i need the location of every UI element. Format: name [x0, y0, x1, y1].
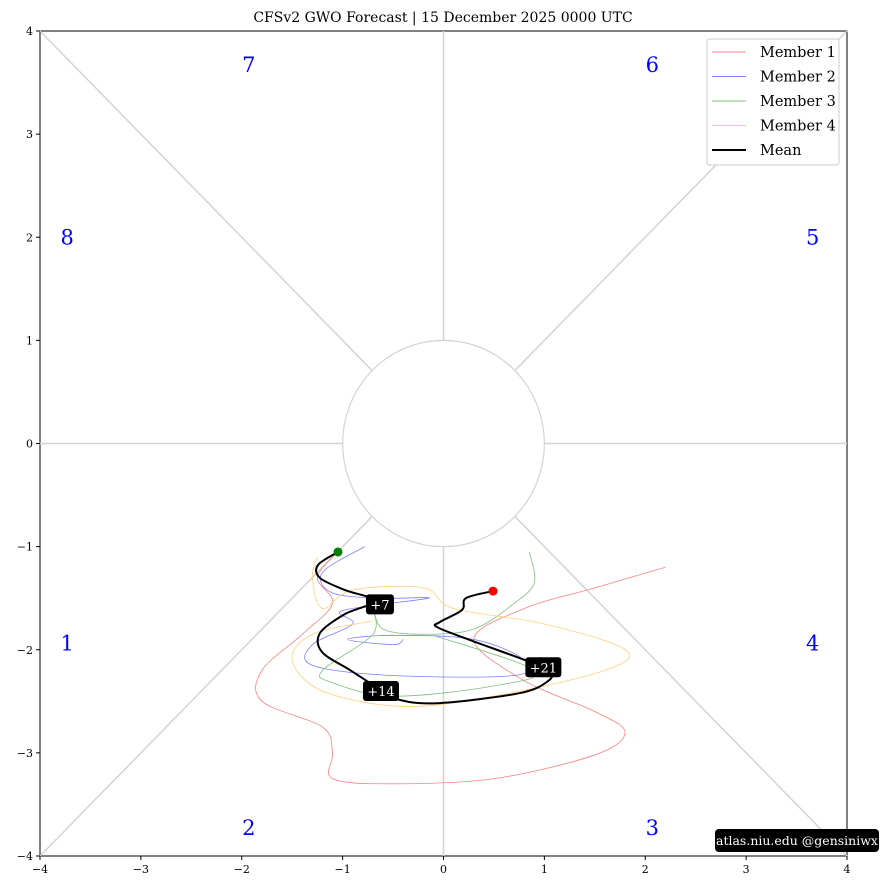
- y-tick-label: −4: [17, 850, 33, 863]
- x-tick-label: 1: [541, 863, 548, 876]
- phase-label-7: 7: [242, 53, 255, 77]
- x-tick-label: −1: [335, 863, 351, 876]
- legend-entry-label: Mean: [760, 143, 801, 159]
- legend-entry-label: Member 3: [760, 94, 836, 110]
- series-line-mean: [315, 551, 553, 705]
- legend-entry-label: Member 2: [760, 70, 836, 86]
- phase-label-1: 1: [61, 632, 74, 656]
- watermark-text: atlas.niu.edu @gensiniwx: [716, 833, 878, 848]
- start-point-marker: [333, 547, 343, 557]
- day-marker-label: +7: [370, 598, 389, 613]
- phase-label-5: 5: [806, 225, 819, 249]
- legend: Member 1 Member 2 Member 3 Member 4 Mean: [706, 38, 840, 166]
- day-marker-label: +14: [367, 685, 394, 700]
- series-line-member-1: [255, 551, 666, 785]
- day-marker-box: [365, 594, 394, 615]
- x-tick-label: −3: [133, 863, 149, 876]
- phase-divider-line: [39, 30, 373, 372]
- series-line-member-3: [319, 551, 537, 697]
- day-marker-box: [362, 681, 399, 701]
- day-marker-label: +21: [530, 661, 557, 676]
- x-tick-label: −2: [234, 863, 250, 876]
- x-tick-label: 2: [642, 863, 649, 876]
- unit-circle: [342, 339, 545, 548]
- phase-label-6: 6: [646, 53, 659, 77]
- y-tick-label: 3: [26, 128, 33, 141]
- phase-divider-line: [514, 515, 848, 857]
- y-tick-label: 2: [26, 231, 33, 244]
- phase-label-2: 2: [242, 816, 255, 840]
- y-tick-label: −1: [17, 541, 33, 554]
- chart-title: CFSv2 GWO Forecast | 15 December 2025 00…: [253, 10, 632, 26]
- phase-label-4: 4: [806, 632, 819, 656]
- series-line-member-2: [304, 546, 531, 678]
- phase-label-8: 8: [61, 225, 74, 249]
- legend-entry-label: Member 4: [760, 119, 836, 135]
- x-tick-label: −4: [32, 863, 48, 876]
- phase-label-3: 3: [646, 816, 659, 840]
- watermark: atlas.niu.edu @gensiniwx: [715, 829, 879, 852]
- y-tick-label: 0: [26, 438, 33, 451]
- legend-entry-label: Member 1: [760, 45, 836, 61]
- end-point-marker: [488, 586, 498, 596]
- day-marker-box: [525, 657, 562, 678]
- y-tick-label: −3: [17, 747, 33, 760]
- y-tick-label: 4: [26, 25, 33, 38]
- phase-divider-line: [39, 515, 373, 857]
- series-line-member-4: [291, 556, 630, 707]
- legend-box: [706, 38, 840, 166]
- x-tick-label: 4: [844, 863, 851, 876]
- y-tick-label: −2: [17, 644, 33, 657]
- y-tick-label: 1: [26, 334, 33, 347]
- x-tick-label: 0: [440, 863, 447, 876]
- x-tick-label: 3: [743, 863, 750, 876]
